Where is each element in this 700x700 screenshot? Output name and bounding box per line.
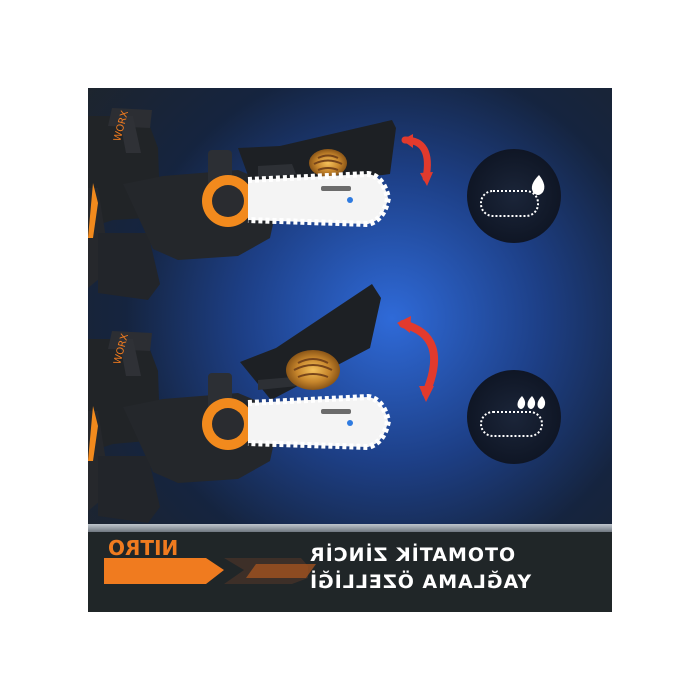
- top-saw: WORX: [88, 108, 396, 300]
- brand-name: NITRO: [108, 536, 179, 560]
- footer-bar: NITRO OTOMATİK ZİNCİR YAĞLAMA ÖZELLİĞİ: [88, 532, 612, 612]
- caption-line-2: YAĞLAMA ÖZELLİĞİ: [309, 571, 532, 593]
- chain-single-oil-drop-icon: [467, 149, 561, 243]
- rotation-arrow-top-icon: [401, 134, 433, 186]
- chain-saw-oil-scene: WORX WOR: [88, 108, 561, 523]
- chain-triple-oil-drop-icon: [467, 370, 561, 464]
- bottom-saw: WORX: [88, 284, 392, 523]
- rotation-arrow-bottom-icon: [397, 316, 439, 402]
- nitro-brand-mark: [104, 558, 316, 584]
- product-panel: WORX WOR: [88, 88, 612, 612]
- caption-line-1: OTOMATİK ZİNCİR: [309, 544, 516, 566]
- oil-feature-caption: OTOMATİK ZİNCİR YAĞLAMA ÖZELLİĞİ: [309, 542, 594, 596]
- divider-strip: [88, 524, 612, 532]
